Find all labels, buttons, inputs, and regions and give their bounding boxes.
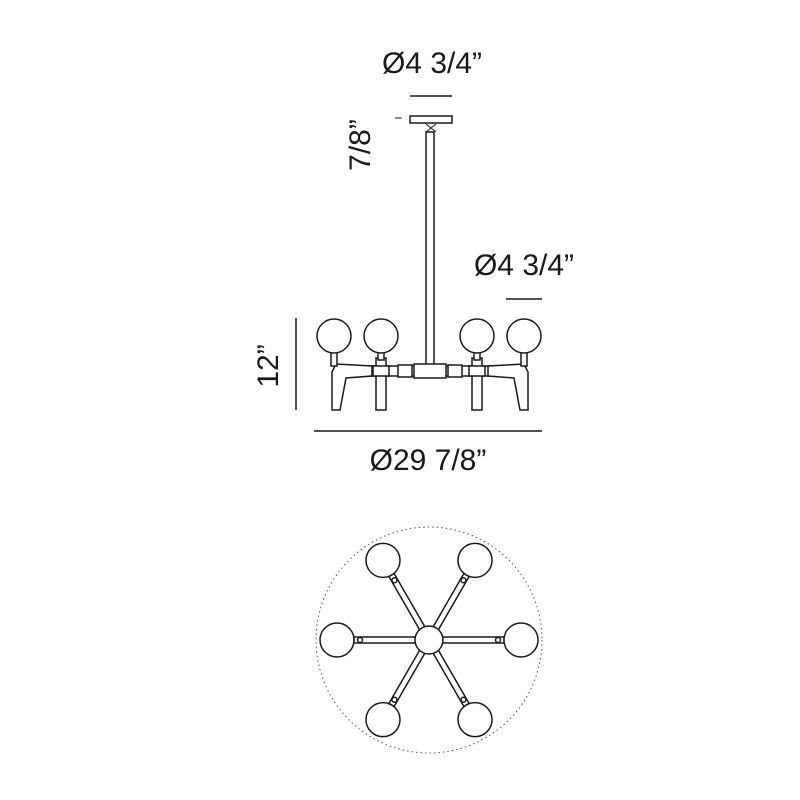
top-view-globe — [457, 701, 493, 738]
center-hub — [413, 363, 447, 379]
fixture-diameter-label: Ø29 7/8” — [370, 444, 487, 477]
top-view-joint — [391, 576, 398, 584]
globe-4 — [506, 318, 542, 354]
top-view-joint — [460, 576, 467, 584]
hub-joint-right — [447, 364, 463, 378]
top-view-hub — [414, 625, 444, 655]
globe-2 — [363, 318, 399, 354]
globe-diameter-label: Ø4 3/4” — [474, 249, 574, 282]
downrod — [425, 131, 435, 367]
canopy-diameter-label: Ø4 3/4” — [382, 47, 482, 80]
outer-arm-left — [331, 363, 373, 411]
globe-3 — [459, 318, 495, 354]
top-view-globe — [457, 542, 493, 579]
top-view-joint — [391, 696, 398, 704]
top-view-globe — [365, 542, 401, 579]
top-view-arms — [319, 542, 539, 738]
canopy-mount-mark — [425, 123, 437, 133]
outer-arm-right — [487, 363, 529, 411]
canopy — [409, 115, 453, 124]
top-view-joint — [494, 636, 502, 644]
top-view-globe — [365, 701, 401, 738]
top-view — [315, 526, 543, 754]
hub-joint-left — [397, 364, 413, 378]
top-view-globe — [503, 622, 539, 658]
globe-1 — [316, 318, 352, 354]
top-view-globe — [319, 622, 355, 658]
canopy-height-label: 7/8” — [344, 119, 377, 171]
inner-post-cap-left — [372, 365, 390, 377]
top-view-outline — [315, 526, 543, 754]
side-elevation: Ø4 3/4” 7/8” Ø4 3/4” 12” — [252, 47, 574, 477]
fixture-height-label: 12” — [252, 344, 285, 387]
top-view-joint — [460, 696, 467, 704]
inner-post-cap-right — [468, 365, 486, 377]
top-view-joint — [356, 636, 364, 644]
